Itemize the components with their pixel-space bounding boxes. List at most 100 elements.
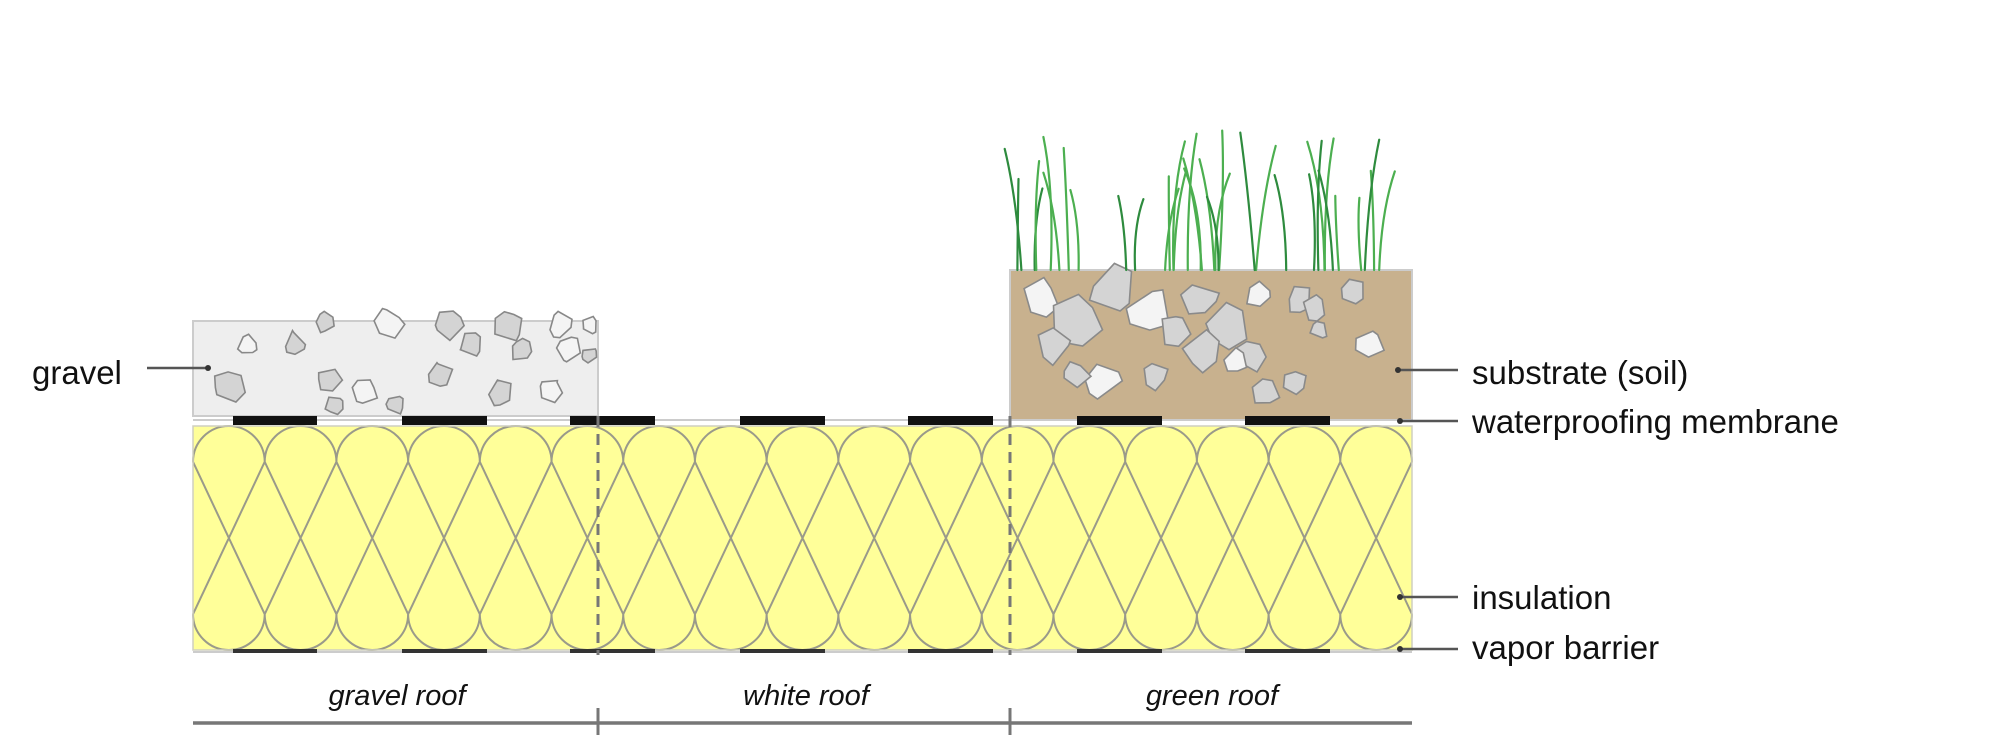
grass-blade (1363, 138, 1381, 272)
substrate-rock (1161, 315, 1192, 348)
grass-blade (1117, 194, 1128, 272)
gravel-stone (539, 379, 564, 404)
grass-blade (1316, 139, 1323, 272)
membrane-segment (402, 416, 487, 425)
grass-blade (1167, 175, 1171, 272)
grass-blade (1042, 135, 1053, 272)
grass-blade (1186, 132, 1198, 272)
gravel-stone (434, 310, 466, 342)
substrate-rock (1023, 276, 1060, 318)
gravel-stone (487, 379, 512, 407)
leader-dot-membrane (1397, 418, 1403, 424)
gravel-stone (511, 337, 533, 361)
membrane-segment (740, 416, 825, 425)
section-dividers (596, 416, 1012, 655)
gravel-stone (555, 336, 582, 363)
section-label-gravel-roof: gravel roof (328, 680, 466, 712)
grass-blade (1042, 171, 1061, 272)
gravel-stone (213, 371, 247, 403)
gravel-stone (385, 395, 404, 416)
grass-blade (1306, 140, 1326, 272)
label-gravel: gravel (32, 354, 122, 391)
vapor-barrier-segment (233, 649, 317, 653)
gravel-stone (373, 307, 406, 340)
label-substrate: substrate (soil) (1472, 354, 1689, 391)
gravel-layer (192, 307, 599, 417)
gravel-stone (549, 310, 573, 339)
membrane-segment (570, 416, 655, 425)
vapor-barrier-segment (1245, 649, 1330, 653)
substrate-rock (1143, 362, 1169, 392)
label-vapor-barrier: vapor barrier (1472, 629, 1660, 666)
gravel-stone (324, 396, 344, 416)
grass-blade (1273, 174, 1288, 272)
membrane-segment (1245, 416, 1330, 425)
gravel-stone (581, 348, 598, 364)
section-label-white-roof: white roof (743, 680, 869, 712)
grass-blade (1317, 169, 1334, 272)
grass-vegetation (1003, 129, 1396, 272)
grass-blade (1323, 137, 1335, 272)
label-leader-lines (147, 365, 1458, 652)
waterproofing-membrane-layer (193, 416, 1412, 425)
substrate-rock (1063, 360, 1093, 389)
grass-blade (1034, 160, 1041, 272)
section-scale-bar (193, 708, 1412, 735)
label-waterproofing-membrane: waterproofing membrane (1472, 403, 1839, 440)
substrate-rock (1354, 330, 1386, 358)
grass-blade (1133, 198, 1145, 272)
grass-blade (1016, 177, 1020, 272)
grass-blade (1334, 194, 1340, 272)
gravel-stone (427, 361, 454, 388)
gravel-stone (315, 310, 335, 334)
grass-blade (1205, 195, 1220, 272)
vapor-barrier-segment (740, 649, 825, 653)
vapor-barrier-layer (193, 649, 1412, 653)
grass-blade (1378, 170, 1396, 272)
substrate-rock (1282, 370, 1307, 396)
grass-blade (1172, 169, 1188, 272)
gravel-stone (494, 310, 523, 342)
grass-blade (1069, 188, 1080, 272)
grass-blade (1308, 173, 1316, 272)
grass-blade (1003, 147, 1023, 272)
grass-blade (1062, 146, 1070, 272)
substrate-rock (1340, 278, 1364, 305)
grass-blade (1182, 157, 1203, 272)
section-label-green-roof: green roof (1145, 680, 1279, 712)
grass-blade (1239, 131, 1256, 272)
membrane-segment (908, 416, 993, 425)
grass-blade (1255, 144, 1277, 272)
substrate-rock (1088, 262, 1133, 312)
vapor-barrier-segment (908, 649, 993, 653)
gravel-stone (236, 333, 258, 354)
substrate-rock (1037, 326, 1072, 367)
membrane-segment (1077, 416, 1162, 425)
gravel-stone (351, 379, 379, 404)
grass-blade (1357, 196, 1363, 272)
substrate-rock (1251, 378, 1281, 404)
substrate-rock (1309, 320, 1328, 339)
gravel-stone (459, 332, 482, 357)
substrate-rock (1222, 346, 1248, 372)
gravel-stone (317, 368, 344, 392)
leader-dot-insulation (1397, 594, 1403, 600)
gravel-stone (582, 315, 597, 335)
insulation-layer (192, 425, 1413, 651)
vapor-barrier-segment (570, 649, 655, 653)
vapor-barrier-segment (402, 649, 487, 653)
substrate-rock (1179, 284, 1221, 315)
grass-blade (1369, 169, 1376, 272)
leader-dot-gravel (205, 365, 211, 371)
leader-dot-substrate (1395, 367, 1401, 373)
vapor-barrier-segment (1077, 649, 1162, 653)
leader-dot-vapor-barrier (1397, 646, 1403, 652)
membrane-segment (233, 416, 317, 425)
substrate-rock (1125, 288, 1170, 331)
grass-blade (1214, 172, 1231, 272)
gravel-stone (284, 328, 307, 356)
grass-blade (1198, 158, 1216, 272)
substrate-rock (1052, 293, 1104, 347)
